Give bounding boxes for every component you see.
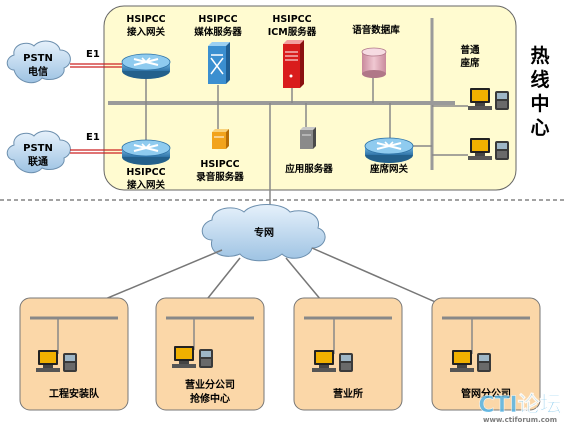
router-icon bbox=[364, 137, 414, 164]
access-gateway-bottom-line1: HSIPCC bbox=[126, 167, 165, 178]
recording-server-icon bbox=[212, 129, 229, 149]
branch-label-line1: 工程安装队 bbox=[49, 387, 100, 400]
icm-server: HSIPCC ICM服务器 bbox=[268, 14, 317, 88]
voice-database: 语音数据库 bbox=[352, 24, 400, 78]
seat-gateway: 座席网关 bbox=[364, 137, 414, 175]
e1-label-unicom: E1 bbox=[86, 132, 100, 143]
pstn-unicom-cloud: PSTN 联通 bbox=[6, 130, 71, 174]
branch-office: 工程安装队 bbox=[19, 297, 129, 411]
regular-seat: 普通 座席 bbox=[432, 44, 509, 160]
seat-workstation-2 bbox=[468, 138, 509, 160]
media-server-icon bbox=[208, 42, 230, 84]
watermark-url: www.ctiforum.com bbox=[483, 416, 557, 424]
pstn-telecom-line1: PSTN bbox=[23, 53, 53, 64]
e1-link-unicom: E1 bbox=[70, 132, 122, 154]
pstn-unicom-line2: 联通 bbox=[28, 155, 48, 168]
access-gateway-bottom: HSIPCC 接入网关 bbox=[121, 139, 171, 191]
database-icon bbox=[361, 47, 387, 78]
application-server-label: 应用服务器 bbox=[285, 163, 333, 175]
access-gateway-top-line1: HSIPCC bbox=[126, 14, 165, 25]
ctiforum-watermark: CTI论坛 www.ctiforum.com bbox=[478, 392, 562, 424]
branch-workstation bbox=[312, 350, 353, 372]
application-server-icon bbox=[300, 127, 316, 149]
branch-label-line1: 营业所 bbox=[333, 387, 363, 400]
access-gateway-top: HSIPCC 接入网关 bbox=[121, 14, 171, 80]
icm-server-line2: ICM服务器 bbox=[268, 26, 317, 38]
e1-link-telecom: E1 bbox=[70, 49, 122, 68]
branch-office: 营业所 bbox=[293, 297, 403, 411]
media-server: HSIPCC 媒体服务器 bbox=[193, 14, 242, 84]
router-icon bbox=[121, 139, 171, 166]
hotline-center-title-char2: 线 bbox=[530, 68, 549, 91]
e1-label-telecom: E1 bbox=[86, 49, 100, 60]
branch-workstation bbox=[172, 346, 213, 368]
regular-seat-line2: 座席 bbox=[459, 57, 480, 69]
icm-server-line1: HSIPCC bbox=[272, 14, 311, 25]
pstn-unicom-line1: PSTN bbox=[23, 143, 53, 154]
pstn-telecom-cloud: PSTN 电信 bbox=[6, 40, 71, 84]
pstn-telecom-line2: 电信 bbox=[28, 65, 48, 78]
seat-gateway-label: 座席网关 bbox=[369, 163, 409, 175]
hotline-center-title-char4: 心 bbox=[530, 117, 549, 139]
recording-server: HSIPCC 录音服务器 bbox=[196, 129, 244, 183]
branch-label-line1: 营业分公司 bbox=[185, 378, 235, 391]
branch-workstation bbox=[450, 350, 491, 372]
access-gateway-top-line2: 接入网关 bbox=[127, 26, 166, 38]
branch-office: 营业分公司 抢修中心 bbox=[155, 297, 265, 411]
application-server: 应用服务器 bbox=[285, 127, 333, 175]
icm-server-icon bbox=[283, 40, 304, 88]
branch-label-line2: 抢修中心 bbox=[190, 392, 230, 405]
hotline-center-title-char3: 中 bbox=[530, 92, 549, 115]
media-server-line2: 媒体服务器 bbox=[193, 26, 242, 38]
branch-label-line1: 管网分公司 bbox=[461, 387, 511, 400]
regular-seat-line1: 普通 bbox=[460, 44, 480, 56]
voice-database-label: 语音数据库 bbox=[352, 24, 400, 36]
recording-server-line1: HSIPCC bbox=[200, 159, 239, 170]
private-network-label: 专网 bbox=[254, 226, 274, 239]
hotline-center-title: 热 线 中 心 bbox=[530, 44, 549, 139]
seat-workstation-1 bbox=[468, 88, 509, 110]
media-server-line1: HSIPCC bbox=[198, 14, 237, 25]
hotline-center-panel bbox=[103, 5, 517, 191]
branch-workstation bbox=[36, 350, 77, 372]
access-gateway-bottom-line2: 接入网关 bbox=[127, 179, 166, 191]
router-icon bbox=[121, 53, 171, 80]
recording-server-line2: 录音服务器 bbox=[196, 171, 244, 183]
branch-office: 管网分公司 bbox=[431, 297, 541, 411]
watermark-brand: CTI论坛 bbox=[478, 392, 561, 418]
private-network-cloud: 专网 bbox=[201, 204, 326, 262]
hotline-center-title-char1: 热 bbox=[530, 44, 549, 67]
